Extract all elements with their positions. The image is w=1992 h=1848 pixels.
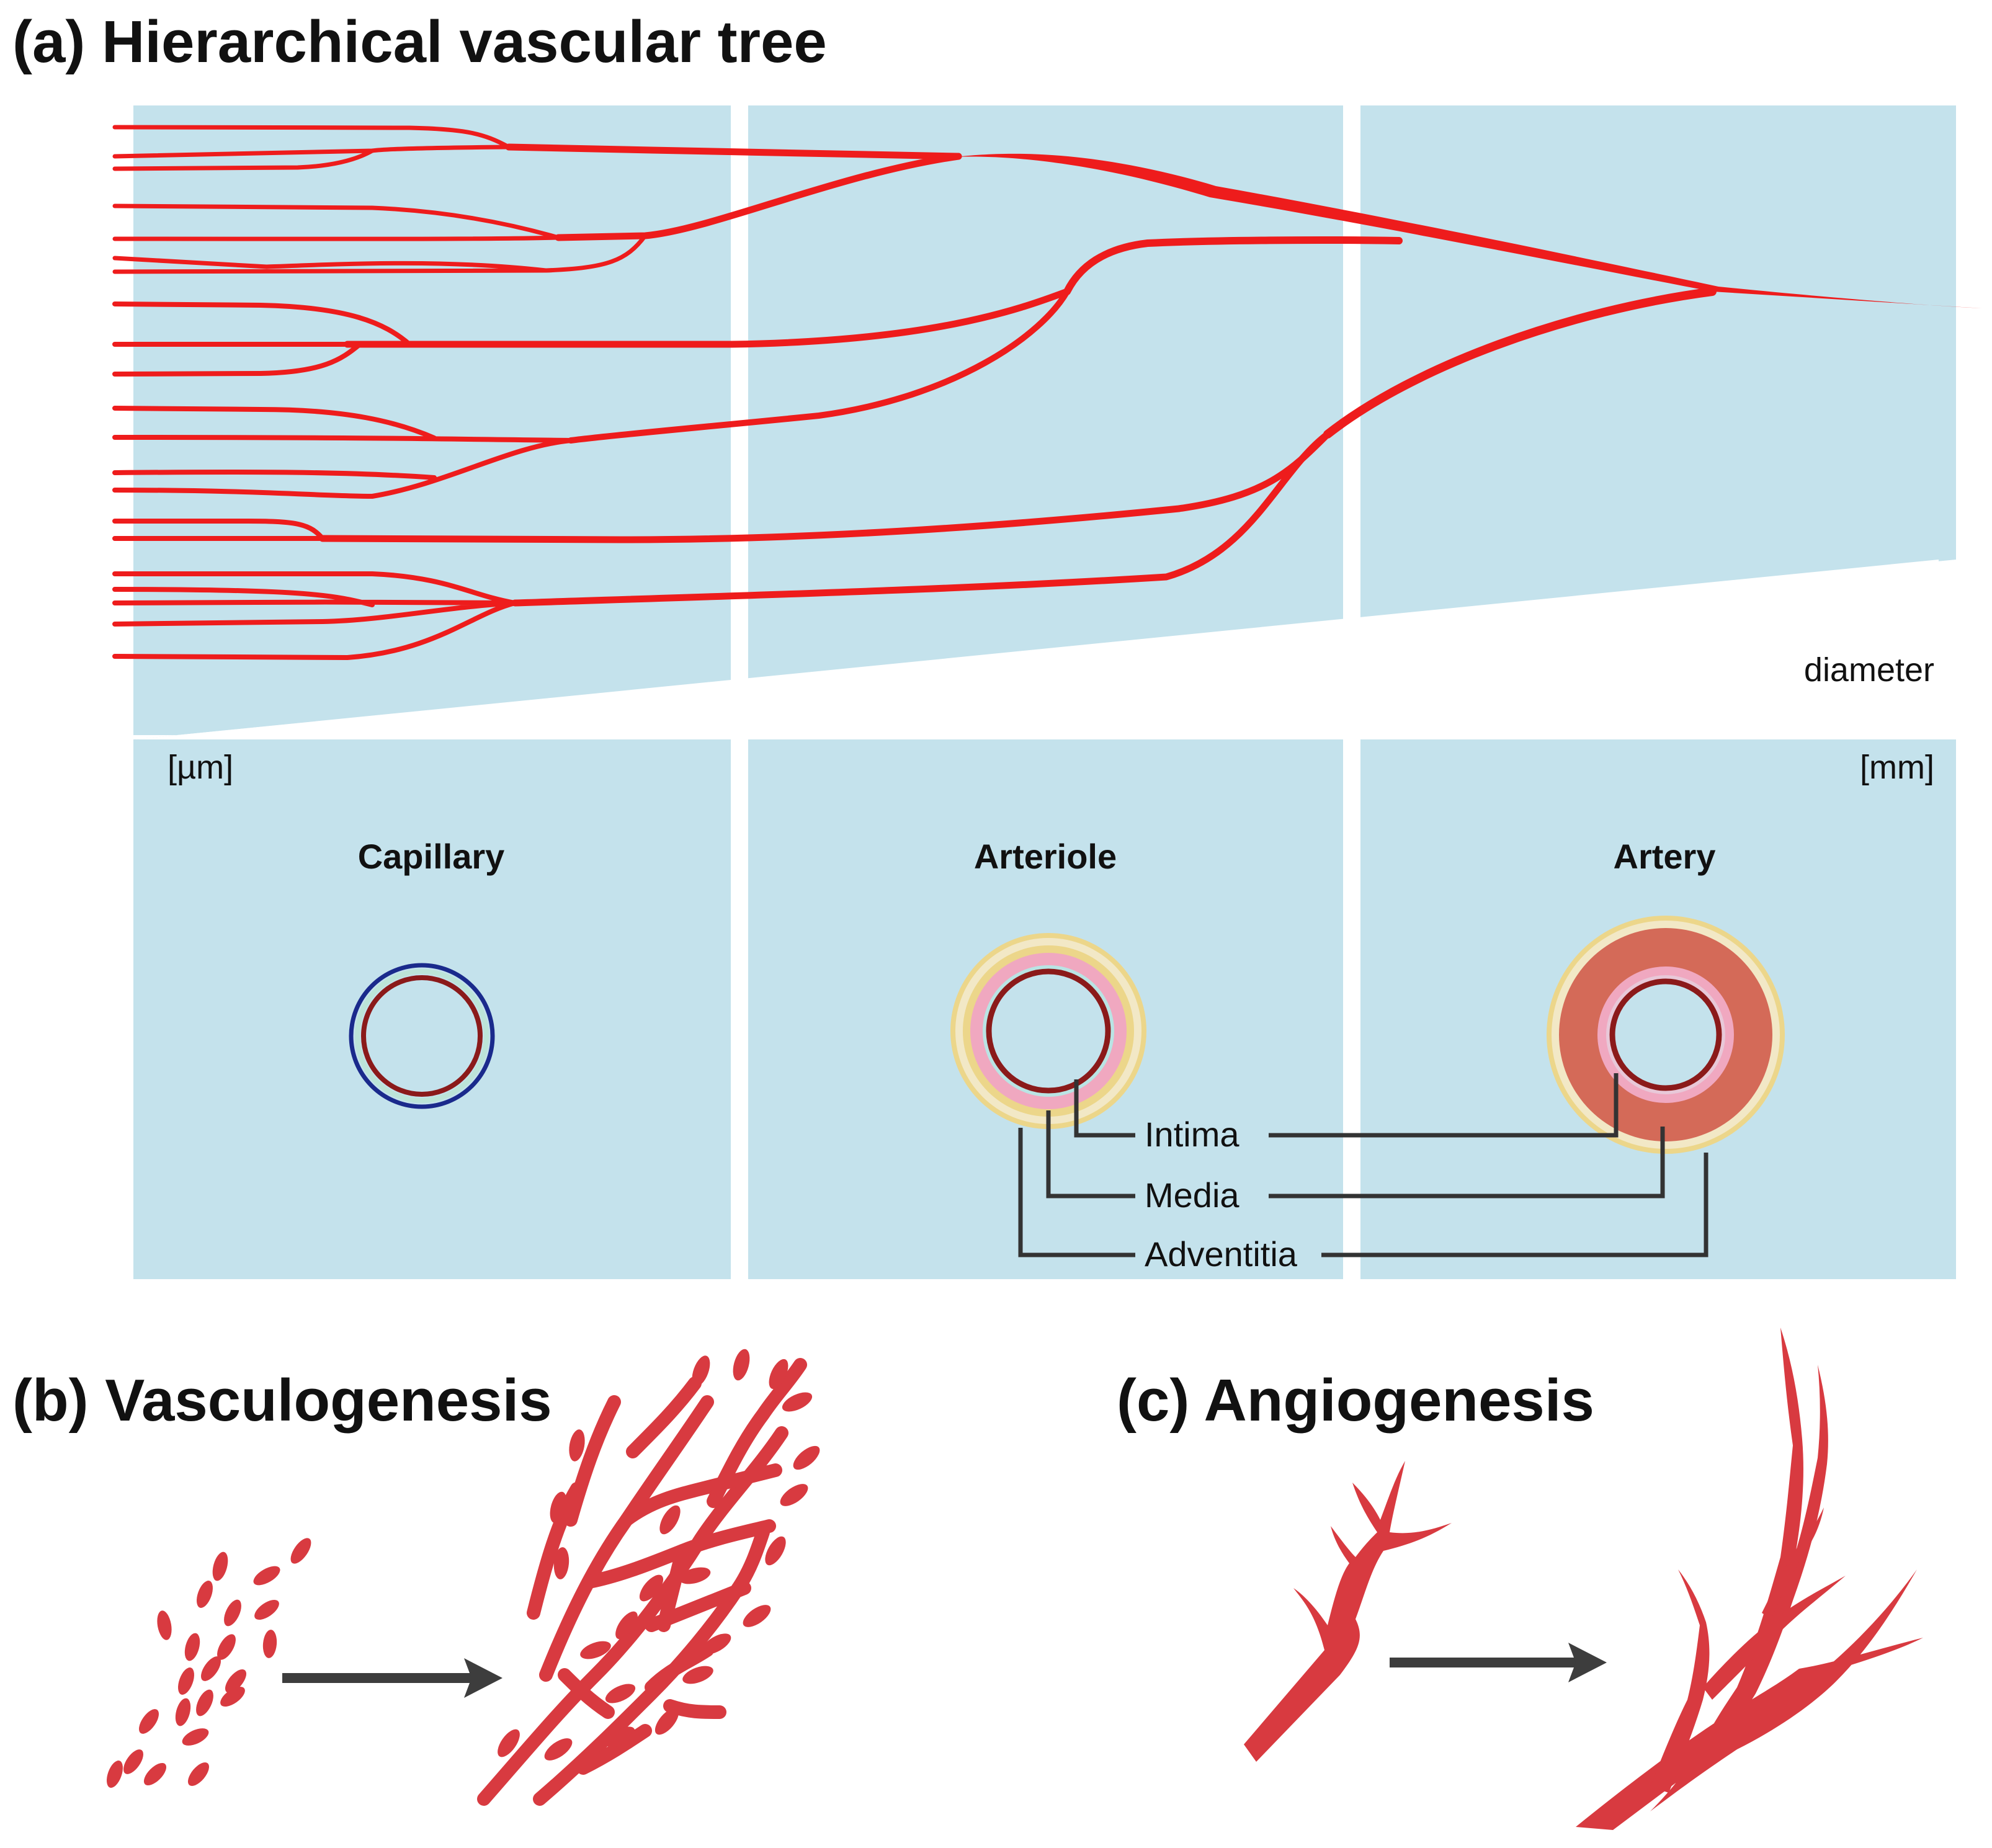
branch-lower-main	[1323, 287, 1717, 439]
label-intima: Intima	[1145, 1115, 1239, 1154]
diameter-gradient-strip	[133, 560, 1939, 739]
arteriole-cross-section	[950, 933, 1146, 1129]
sprout-large-branch-top	[1762, 1507, 1824, 1619]
branch-junction-500	[555, 153, 962, 241]
cap-group-3	[112, 301, 412, 377]
branch-main-upper	[505, 143, 962, 160]
label-adventitia: Adventitia	[1145, 1234, 1298, 1274]
capillary-cross-section	[349, 963, 495, 1109]
vascular-network	[477, 1358, 807, 1806]
cap-group-1	[112, 125, 511, 171]
cap-group-6	[112, 571, 517, 660]
vascular-network-cells	[498, 1349, 820, 1761]
top-panel-right	[1360, 105, 1956, 618]
branch-curve-left	[568, 288, 1070, 444]
branch-lower-2	[511, 431, 1331, 607]
cap-group-4	[112, 406, 573, 499]
sprout-large-branch-mid	[1703, 1576, 1846, 1700]
sprout-large	[1576, 1328, 1923, 1830]
label-arteriole: Arteriole	[974, 837, 1117, 876]
branch-2250	[1063, 236, 1403, 295]
panel-a-heading: (a) Hierarchical vascular tree	[12, 9, 827, 75]
arrow-c	[1390, 1643, 1607, 1682]
branch-lower-1	[319, 431, 1331, 543]
unit-micrometer: [µm]	[167, 749, 233, 786]
panel-c-heading: (c) Angiogenesis	[1117, 1367, 1594, 1434]
arrow-b	[282, 1658, 502, 1698]
label-media: Media	[1145, 1176, 1239, 1215]
scattered-endothelial-cells	[107, 1538, 311, 1788]
cap-group-2	[112, 203, 648, 274]
sprout-small	[1244, 1461, 1452, 1762]
label-capillary: Capillary	[358, 837, 505, 876]
vascular-tree	[112, 125, 1982, 660]
label-artery: Artery	[1614, 837, 1716, 876]
artery-cross-section	[1547, 916, 1785, 1154]
panel-b-heading: (b) Vasculogenesis	[12, 1367, 552, 1434]
bottom-panel-left	[133, 739, 731, 1279]
top-panel-middle	[748, 105, 1343, 679]
sprout-large-branch-left	[1650, 1569, 1710, 1793]
layer-leader-lines	[1018, 1073, 1708, 1257]
top-panel-left	[133, 105, 731, 739]
branch-upper-middle	[344, 288, 1071, 348]
unit-millimeter: [mm]	[1860, 749, 1934, 786]
cap-group-5	[112, 519, 325, 541]
diameter-label: diameter	[1804, 651, 1934, 689]
trunk	[955, 153, 1982, 308]
